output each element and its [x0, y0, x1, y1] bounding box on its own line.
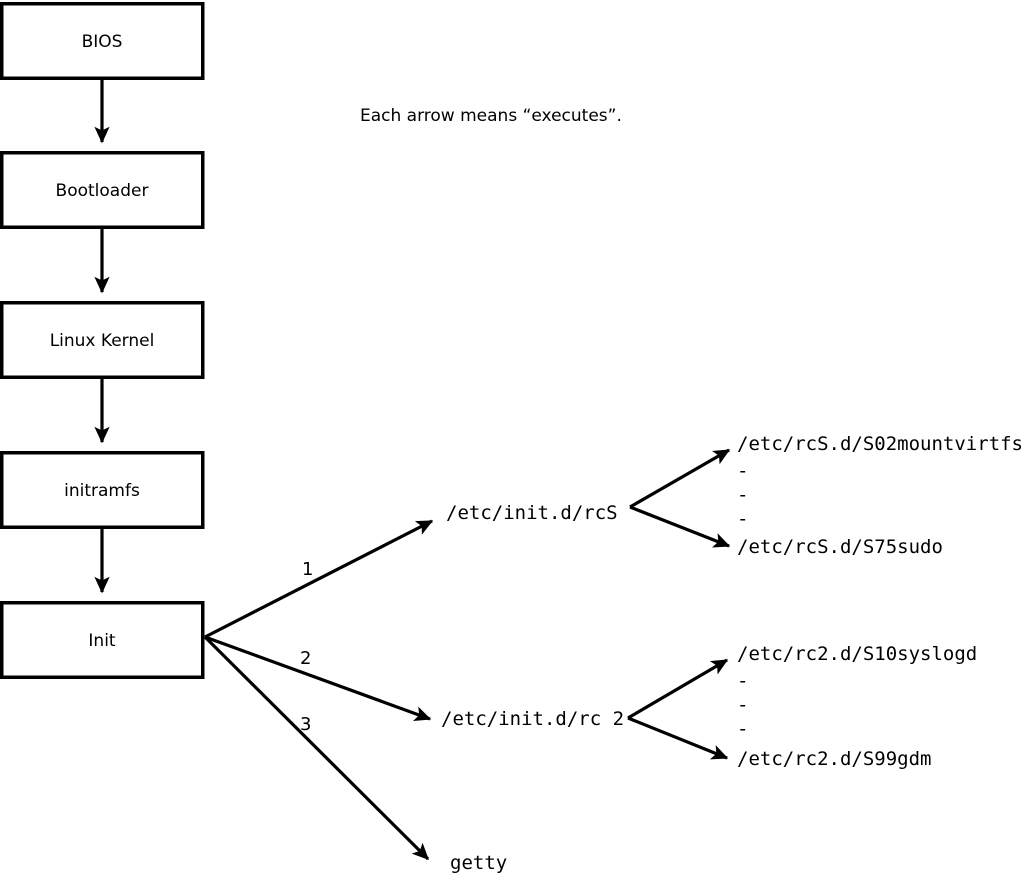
rcs-ellipsis-dash-1: - — [737, 460, 748, 482]
node-initramfs-rect — [0, 451, 205, 529]
node-init[interactable]: Init — [0, 601, 205, 679]
node-init-label: Init — [88, 631, 116, 651]
arrow-init-to-rc2 — [204, 635, 432, 721]
node-linux-kernel-label: Linux Kernel — [50, 331, 155, 351]
arrow-rc2-to-first-script — [627, 658, 729, 720]
arrow-init-to-rcs — [204, 519, 434, 639]
label-rc2-first-script: /etc/rc2.d/S10syslogd — [737, 643, 977, 665]
node-bootloader-rect — [0, 151, 205, 229]
node-bootloader-label: Bootloader — [56, 181, 149, 201]
arrow-rcs-to-last-script — [629, 505, 731, 548]
rc2-ellipsis-dash-1: - — [737, 670, 748, 692]
node-initramfs[interactable]: initramfs — [0, 451, 205, 529]
rc2-ellipsis-dash-2: - — [737, 694, 748, 716]
label-getty: getty — [450, 852, 507, 874]
branch-number-3: 3 — [300, 714, 311, 735]
label-etc-initd-rc2: /etc/init.d/rc 2 — [441, 708, 624, 730]
label-etc-initd-rcs: /etc/init.d/rcS — [446, 502, 618, 524]
label-rc2-last-script: /etc/rc2.d/S99gdm — [737, 748, 931, 770]
rc2-ellipsis-dash-3: - — [737, 718, 748, 740]
node-linux-kernel-rect — [0, 301, 205, 379]
node-bootloader[interactable]: Bootloader — [0, 151, 205, 229]
branch-number-1: 1 — [302, 559, 313, 580]
arrow-init-to-getty — [203, 635, 430, 861]
diagram-caption: Each arrow means “executes”. — [360, 106, 622, 126]
node-bios-label: BIOS — [82, 32, 123, 52]
label-rcs-first-script: /etc/rcS.d/S02mountvirtfs — [737, 433, 1023, 455]
rcs-ellipsis-dash-3: - — [737, 508, 748, 530]
node-initramfs-label: initramfs — [64, 481, 140, 501]
arrow-rc2-to-last-script — [627, 716, 729, 760]
rcs-ellipsis-dash-2: - — [737, 484, 748, 506]
arrow-rcs-to-first-script — [629, 448, 731, 509]
node-bios-rect — [0, 2, 205, 80]
node-bios[interactable]: BIOS — [0, 2, 205, 80]
node-linux-kernel[interactable]: Linux Kernel — [0, 301, 205, 379]
node-init-rect — [0, 601, 205, 679]
label-rcs-last-script: /etc/rcS.d/S75sudo — [737, 536, 943, 558]
branch-number-2: 2 — [300, 648, 311, 669]
